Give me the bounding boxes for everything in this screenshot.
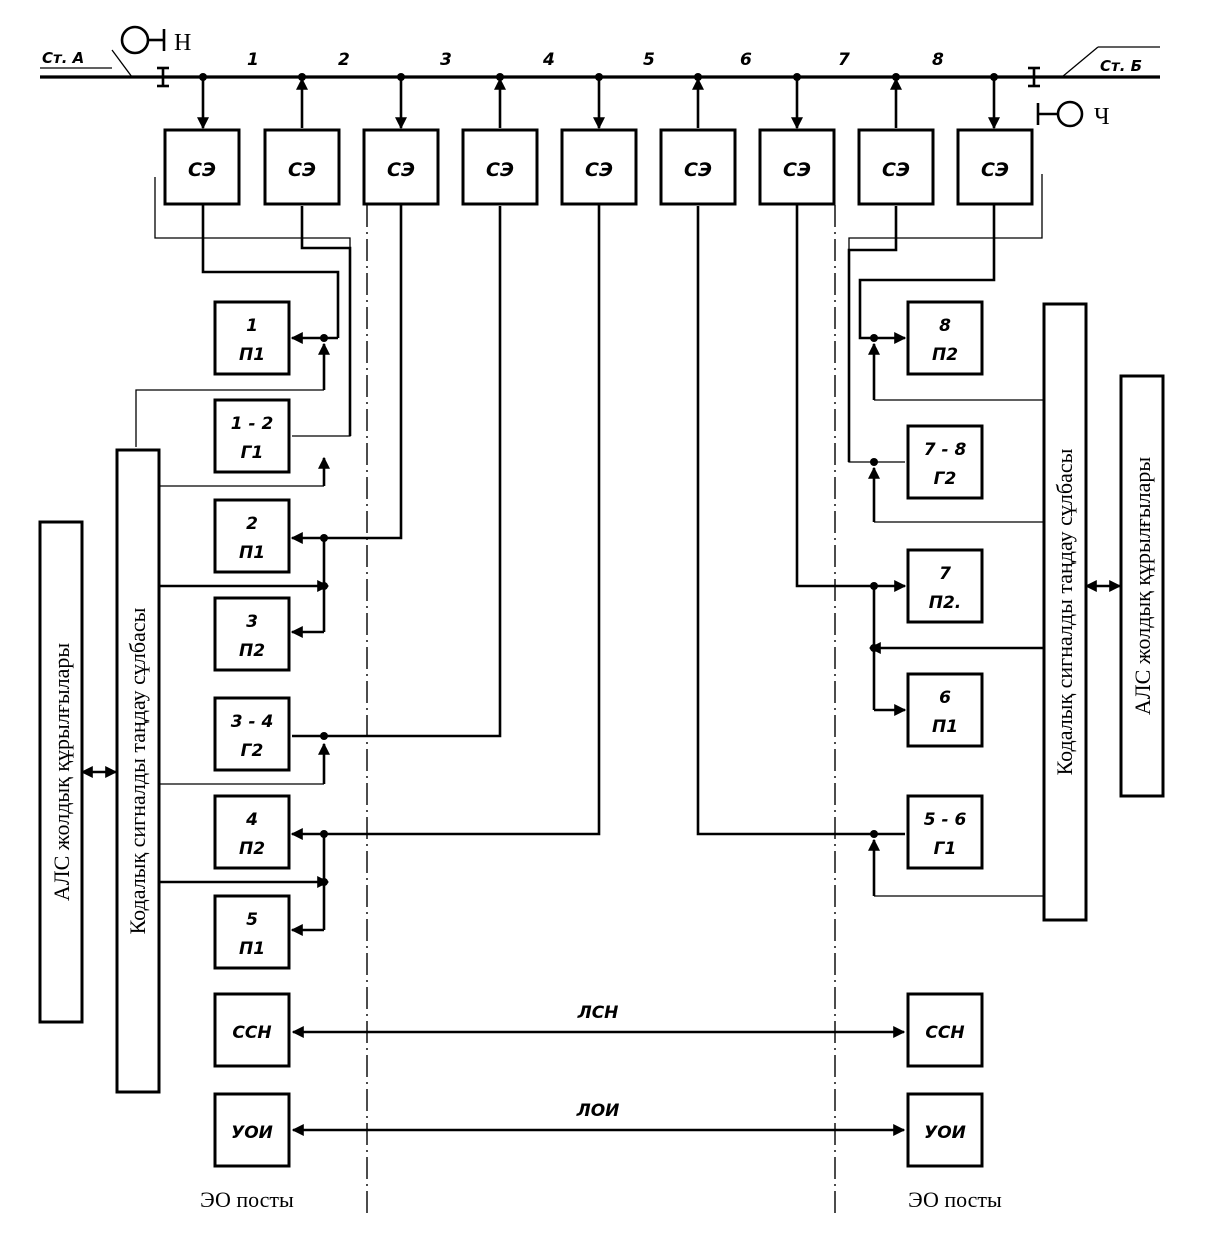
block-type: Г2 xyxy=(241,741,264,761)
block-type: Г1 xyxy=(241,443,264,463)
left-block-4-p2: 4 П2 xyxy=(213,794,291,870)
se-block: СЭ xyxy=(857,128,935,206)
block-number: 5 - 6 xyxy=(924,810,967,830)
se-label: СЭ xyxy=(188,159,216,181)
uoi-label: УОИ xyxy=(924,1123,966,1143)
signal-n-icon xyxy=(120,25,166,55)
track-se-links xyxy=(197,73,1000,130)
section-number: 5 xyxy=(643,50,655,70)
section-number: 4 xyxy=(542,50,555,70)
se-block: СЭ xyxy=(560,128,638,206)
se-label: СЭ xyxy=(585,159,613,181)
right-block-8-p2: 8 П2 xyxy=(906,300,984,376)
block-type: П1 xyxy=(239,939,265,959)
block-type: П2 xyxy=(239,839,265,859)
eo-post-left-label: ЭО посты xyxy=(200,1187,294,1212)
block-type: П1 xyxy=(239,543,265,563)
se-block: СЭ xyxy=(758,128,836,206)
se-label: СЭ xyxy=(981,159,1009,181)
right-wiring xyxy=(696,174,1122,897)
station-a-label: Ст. А xyxy=(42,49,84,67)
left-als-box: АЛС жолдық құрылғылары xyxy=(38,520,84,1024)
block-type: П1 xyxy=(932,717,958,737)
block-number: 7 xyxy=(939,564,951,584)
block-number: 2 xyxy=(246,514,258,534)
section-number: 2 xyxy=(338,50,350,70)
ssn-label: ССН xyxy=(925,1023,964,1043)
right-block-5-6-g1: 5 - 6 Г1 xyxy=(906,794,984,870)
se-block: СЭ xyxy=(956,128,1034,206)
se-label: СЭ xyxy=(684,159,712,181)
lsn-label: ЛСН xyxy=(577,1003,619,1023)
block-number: 3 - 4 xyxy=(231,712,274,732)
section-number: 8 xyxy=(932,50,944,70)
uoi-block-left: УОИ xyxy=(213,1092,291,1168)
right-als-box: АЛС жолдық құрылғылары xyxy=(1119,374,1165,798)
block-type: П2. xyxy=(929,593,962,613)
block-type: П2 xyxy=(239,641,265,661)
right-block-6-p1: 6 П1 xyxy=(906,672,984,748)
section-numbers: 1 2 3 4 5 6 7 8 xyxy=(247,50,944,70)
block-number: 1 xyxy=(246,316,258,336)
se-label: СЭ xyxy=(882,159,910,181)
left-block-3-p2: 3 П2 xyxy=(213,596,291,672)
se-block: СЭ xyxy=(461,128,539,206)
block-type: Г2 xyxy=(934,469,957,489)
block-type: П1 xyxy=(239,345,265,365)
uoi-label: УОИ xyxy=(231,1123,273,1143)
block-number: 4 xyxy=(245,810,258,830)
ssn-block-left: ССН xyxy=(213,992,291,1068)
block-number: 5 xyxy=(246,910,258,930)
left-block-1-p1: 1 П1 xyxy=(213,300,291,376)
block-type: П2 xyxy=(932,345,958,365)
eo-post-right-label: ЭО посты xyxy=(908,1187,1002,1212)
section-number: 1 xyxy=(247,50,259,70)
se-label: СЭ xyxy=(783,159,811,181)
right-block-7-8-g2: 7 - 8 Г2 xyxy=(906,424,984,500)
selection-scheme-label: Кодалық сигналды таңдау сұлбасы xyxy=(1052,448,1077,775)
section-number: 7 xyxy=(838,50,850,70)
se-label: СЭ xyxy=(486,159,514,181)
block-number: 8 xyxy=(939,316,951,336)
se-block: СЭ xyxy=(659,128,737,206)
uoi-block-right: УОИ xyxy=(906,1092,984,1168)
section-number: 3 xyxy=(440,50,452,70)
left-block-5-p1: 5 П1 xyxy=(213,894,291,970)
signal-ch-icon xyxy=(1036,100,1084,128)
ssn-block-right: ССН xyxy=(906,992,984,1068)
left-wiring xyxy=(80,177,601,936)
right-block-7-p2: 7 П2. xyxy=(906,548,984,624)
block-number: 6 xyxy=(939,688,951,708)
ssn-label: ССН xyxy=(232,1023,271,1043)
block-number: 1 - 2 xyxy=(231,414,274,434)
section-number: 6 xyxy=(740,50,752,70)
left-block-1-2-g1: 1 - 2 Г1 xyxy=(213,398,291,474)
signal-n-label: Н xyxy=(174,30,191,56)
loi-label: ЛОИ xyxy=(576,1101,620,1121)
block-number: 7 - 8 xyxy=(924,440,967,460)
se-block: СЭ xyxy=(263,128,341,206)
se-label: СЭ xyxy=(387,159,415,181)
signal-ch-label: Ч xyxy=(1094,104,1110,130)
se-block: СЭ xyxy=(362,128,440,206)
left-block-2-p1: 2 П1 xyxy=(213,498,291,574)
als-devices-label: АЛС жолдық құрылғылары xyxy=(1130,457,1155,715)
block-type: Г1 xyxy=(934,839,957,859)
station-b-label: Ст. Б xyxy=(1100,57,1142,75)
block-number: 3 xyxy=(246,612,258,632)
se-label: СЭ xyxy=(288,159,316,181)
selection-scheme-label: Кодалық сигналды таңдау сұлбасы xyxy=(125,607,150,934)
right-selection-scheme-box: Кодалық сигналды таңдау сұлбасы xyxy=(1042,302,1088,922)
als-devices-label: АЛС жолдық құрылғылары xyxy=(49,643,74,901)
se-block: СЭ xyxy=(163,128,241,206)
left-selection-scheme-box: Кодалық сигналды таңдау сұлбасы xyxy=(115,448,161,1094)
left-block-3-4-g2: 3 - 4 Г2 xyxy=(213,696,291,772)
